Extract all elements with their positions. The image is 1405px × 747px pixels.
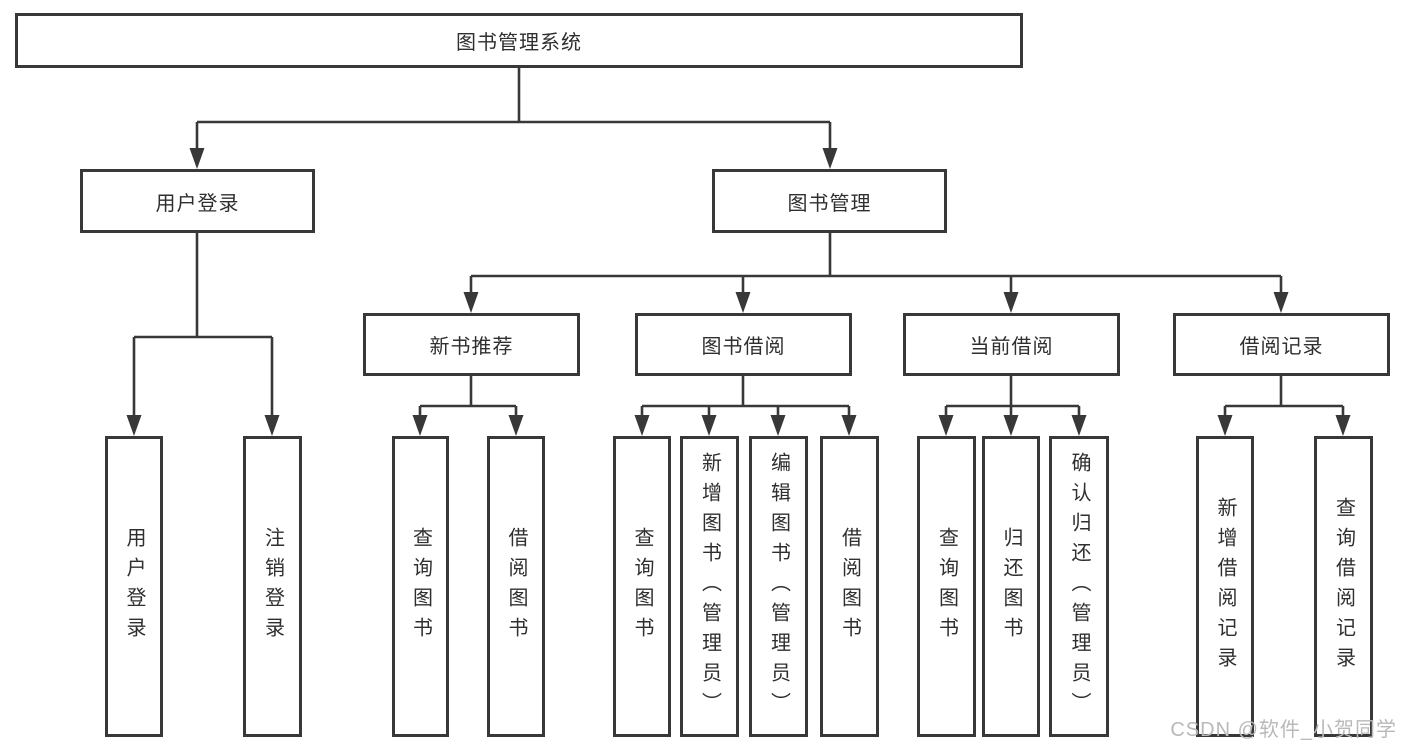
node-label: 查询图书: [409, 526, 432, 647]
node-library-system: 图书管理系统: [15, 13, 1023, 68]
node-leaf-return-books: 归还图书: [982, 436, 1040, 737]
node-book-borrowing: 图书借阅: [635, 313, 852, 376]
node-leaf-query-borrow-record: 查询借阅记录: [1314, 436, 1373, 737]
node-label: 新增图书（管理员）: [698, 451, 721, 722]
connector-book-mgmt-to-level3: [463, 233, 1289, 313]
node-label: 新增借阅记录: [1214, 496, 1236, 677]
node-label: 编辑图书（管理员）: [767, 451, 790, 722]
node-leaf-confirm-return-admin: 确认归还（管理员）: [1049, 436, 1109, 737]
node-label: 注销登录: [261, 526, 284, 647]
node-leaf-borrow-books: 借阅图书: [820, 436, 879, 737]
node-label: 查询图书: [631, 526, 653, 647]
connector-root-to-level2: [189, 68, 838, 169]
node-label: 新书推荐: [429, 336, 514, 358]
connector-book-borrow-children: [634, 376, 857, 436]
node-label: 查询借阅记录: [1332, 496, 1355, 677]
node-label: 归还图书: [1000, 526, 1022, 647]
node-label: 查询图书: [935, 526, 958, 647]
node-leaf-add-borrow-record: 新增借阅记录: [1196, 436, 1254, 737]
node-label: 用户登录: [123, 526, 145, 647]
node-leaf-add-books-admin: 新增图书（管理员）: [680, 436, 739, 737]
node-label: 确认归还（管理员）: [1068, 451, 1090, 722]
node-leaf-user-login: 用户登录: [105, 436, 163, 737]
node-label: 用户登录: [155, 192, 240, 215]
node-new-book-recommend: 新书推荐: [363, 313, 580, 376]
node-book-management: 图书管理: [712, 169, 947, 233]
node-leaf-borrow-books-recommend: 借阅图书: [487, 436, 545, 737]
node-label: 当前借阅: [969, 336, 1054, 358]
node-leaf-query-books-current: 查询图书: [917, 436, 976, 737]
node-leaf-edit-books-admin: 编辑图书（管理员）: [749, 436, 808, 737]
connector-user-login-children: [126, 233, 280, 436]
node-current-borrowing: 当前借阅: [903, 313, 1120, 376]
node-label: 借阅图书: [838, 526, 861, 647]
connector-new-books-children: [412, 376, 524, 436]
node-label: 借阅图书: [505, 526, 527, 647]
node-label: 图书借阅: [701, 336, 786, 358]
node-user-login: 用户登录: [80, 169, 315, 233]
node-label: 借阅记录: [1239, 336, 1324, 358]
connector-current-borrow-children: [938, 376, 1087, 436]
node-leaf-query-books-recommend: 查询图书: [392, 436, 449, 737]
connector-borrow-records-children: [1217, 376, 1351, 436]
node-label: 图书管理系统: [456, 32, 582, 54]
node-leaf-query-books-borrow: 查询图书: [613, 436, 671, 737]
node-leaf-logout: 注销登录: [243, 436, 302, 737]
node-label: 图书管理: [787, 192, 872, 215]
csdn-watermark: CSDN @软件_小贺同学: [1170, 719, 1397, 741]
node-borrowing-records: 借阅记录: [1173, 313, 1390, 376]
